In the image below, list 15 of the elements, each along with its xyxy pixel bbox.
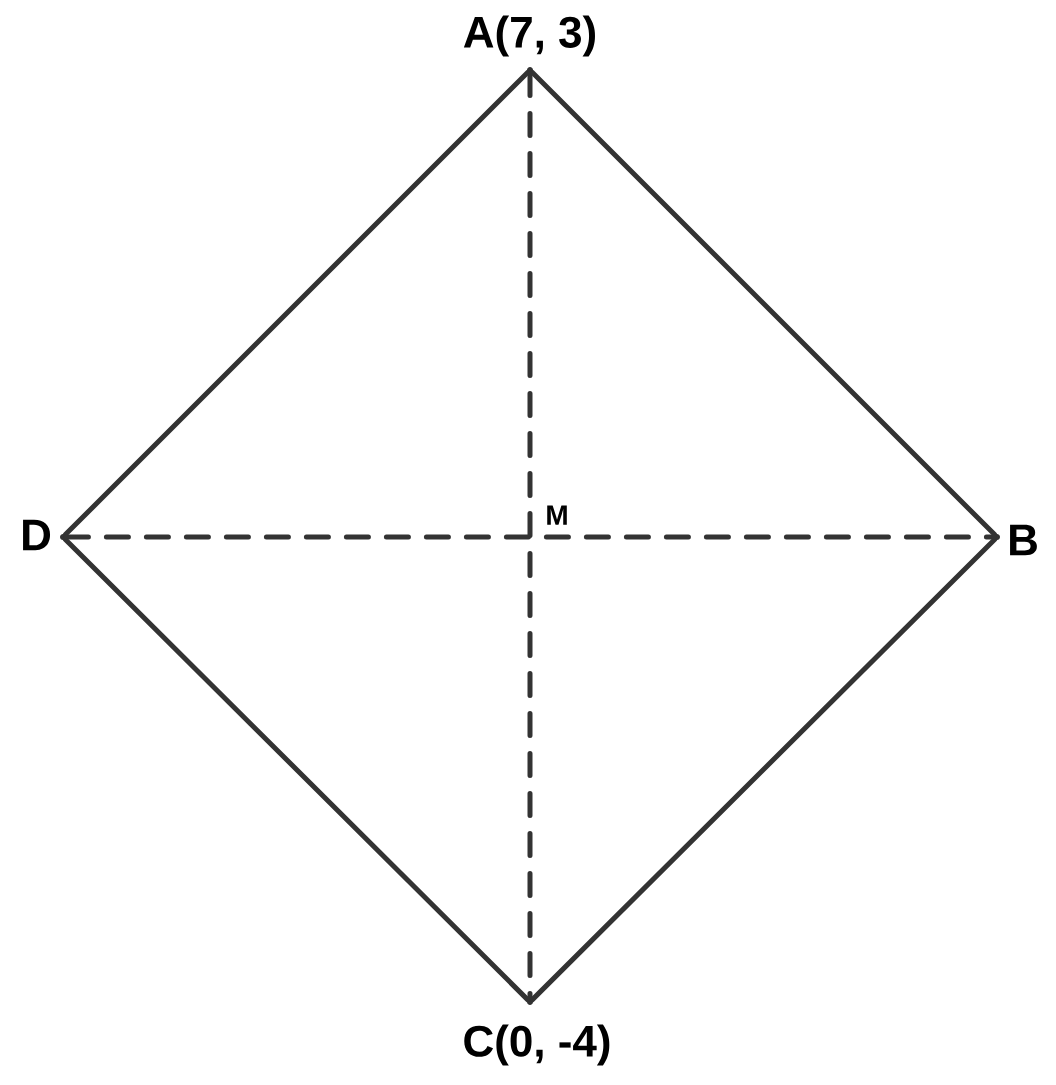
vertex-point xyxy=(527,67,533,73)
vertex-label: A(7, 3) xyxy=(463,15,595,57)
side-line xyxy=(62,69,531,538)
dashed-line xyxy=(63,534,997,540)
vertex-label: D xyxy=(23,519,51,551)
dashed-line xyxy=(527,70,533,1002)
side-line xyxy=(529,69,998,538)
vertex-label: C(0, -4) xyxy=(464,1024,610,1066)
side-line xyxy=(529,536,998,1003)
vertex-point xyxy=(527,999,533,1005)
vertex-point xyxy=(60,534,66,540)
side-line xyxy=(62,536,531,1003)
vertex-label: B xyxy=(1010,524,1037,556)
point-label: M xyxy=(547,505,567,525)
vertex-point xyxy=(994,534,1000,540)
